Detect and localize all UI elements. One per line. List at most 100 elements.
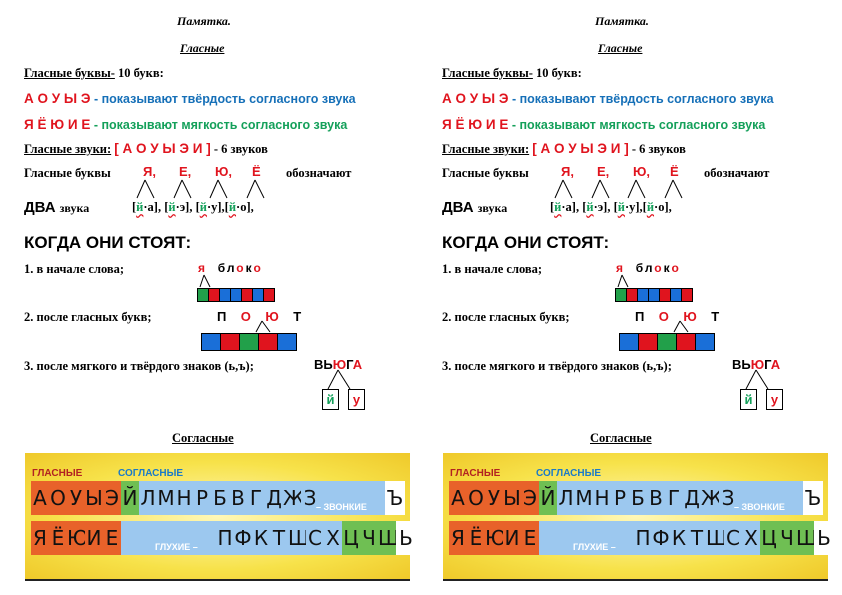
poster-row2-consonant-1: П bbox=[216, 521, 234, 555]
poster-row1-letter-15: Ж bbox=[701, 481, 723, 515]
poster-row1-letter-14: Д bbox=[683, 481, 701, 515]
poster-row1-letter-7: Л bbox=[557, 481, 575, 515]
pair-1-v: а bbox=[565, 200, 572, 214]
word-3-arrows bbox=[745, 369, 769, 390]
scheme-2 bbox=[201, 333, 297, 351]
soft-vowels-line: Я Ё Ю И Е - показывают мягкость согласно… bbox=[442, 117, 765, 132]
poster-row2-vowel-3: Ю bbox=[485, 521, 507, 555]
sounds-value: [ А О У Ы Э И ] bbox=[114, 141, 211, 156]
poster-row2-vowel-2: Ё bbox=[467, 521, 485, 555]
poster-row2-consonant-10: Щ bbox=[796, 521, 818, 555]
hard-letters: А О У Ы Э bbox=[24, 91, 91, 106]
word-1-letter-2: б bbox=[635, 261, 645, 275]
poster-label-voiced: – ЗВОНКИЕ bbox=[316, 502, 367, 512]
word-2-arrows bbox=[255, 320, 271, 333]
word-1-letter-3: л bbox=[226, 261, 237, 275]
poster-row1-letter-6: Й bbox=[121, 481, 139, 515]
poster-row2-consonant-2: Ф bbox=[652, 521, 670, 555]
pair-4-v: о bbox=[240, 200, 247, 214]
poster-row2-consonant-9: Ч bbox=[778, 521, 796, 555]
poster-row2-sign-1: Ь bbox=[396, 521, 416, 555]
poster-row2-consonant-7: Х bbox=[324, 521, 342, 555]
poster-row1-letter-6: Й bbox=[539, 481, 557, 515]
soft-vowels-line: Я Ё Ю И Е - показывают мягкость согласно… bbox=[24, 117, 347, 132]
poster-row2-vowel-5: Е bbox=[103, 521, 121, 555]
poster-row2-consonant-8: Ц bbox=[760, 521, 778, 555]
poster-row1-letter-5: Э bbox=[521, 481, 539, 515]
consonants-heading: Согласные bbox=[590, 431, 652, 445]
sounds-count: - 6 звуков bbox=[631, 142, 686, 156]
split-arrows bbox=[136, 179, 265, 199]
vowel-sounds-line: Гласные звуки: [ А О У Ы Э И ] - 6 звуко… bbox=[24, 141, 268, 157]
word-3-letter-5: А bbox=[352, 357, 363, 372]
word-1: я блоко bbox=[616, 261, 681, 275]
vowels-heading: Гласные bbox=[598, 41, 643, 55]
poster-row2-consonant-7: Х bbox=[742, 521, 760, 555]
box-u: у bbox=[348, 389, 365, 410]
poster-row2-consonant-5: Ш bbox=[706, 521, 727, 555]
word-3-arrows bbox=[327, 369, 351, 390]
iotated-3: Ю, bbox=[215, 164, 233, 179]
hard-vowels-line: А О У Ы Э - показывают твёрдость согласн… bbox=[442, 91, 774, 106]
poster-row1-letter-12: В bbox=[647, 481, 665, 515]
pair-2-j: й bbox=[586, 200, 594, 214]
word-3-letter-4: Г bbox=[764, 357, 771, 372]
sounds-label: Гласные звуки: bbox=[24, 142, 112, 156]
vowel-letters-label: Гласные буквы- bbox=[24, 66, 115, 80]
word-2-letter-3: Ю bbox=[683, 309, 697, 324]
word-3-letter-2: Ь bbox=[741, 357, 751, 372]
word-1-letter-6: о bbox=[671, 261, 681, 275]
poster-row1-letter-7: Л bbox=[139, 481, 157, 515]
poster-row1-letter-2: О bbox=[49, 481, 67, 515]
vowel-sounds-line: Гласные звуки: [ А О У Ы Э И ] - 6 звуко… bbox=[442, 141, 686, 157]
case-1: 1. в начале слова; bbox=[24, 262, 125, 276]
poster-row1-letter-10: Р bbox=[193, 481, 211, 515]
word-3-letter-1: В bbox=[732, 357, 742, 372]
iotated-4: Ё bbox=[252, 164, 261, 179]
sound-pairs: [й·а], [й·э], [й·у],[й·о], bbox=[132, 200, 254, 214]
word-3-letter-3: Ю bbox=[750, 357, 765, 372]
word-2-letter-2: О bbox=[658, 309, 669, 324]
iotated-3: Ю, bbox=[633, 164, 651, 179]
word-3-letter-2: Ь bbox=[323, 357, 333, 372]
poster-row2-vowel-1: Я bbox=[31, 521, 49, 555]
poster-label-vowels: ГЛАСНЫЕ bbox=[32, 468, 83, 479]
hard-letters: А О У Ы Э bbox=[442, 91, 509, 106]
poster-row1-letter-9: Н bbox=[175, 481, 193, 515]
word-1-letter-3: л bbox=[644, 261, 655, 275]
vowel-letters-line: Гласные буквы- 10 букв: bbox=[442, 66, 582, 81]
case-3: 3. после мягкого и твёрдого знаков (ь,ъ)… bbox=[24, 359, 254, 373]
word-1-letter-5: к bbox=[663, 261, 672, 275]
poster-row1-letter-3: У bbox=[485, 481, 503, 515]
word-2-arrows bbox=[673, 320, 689, 333]
hard-vowels-line: А О У Ы Э - показывают твёрдость согласн… bbox=[24, 91, 356, 106]
word-2-letter-4: Т bbox=[711, 309, 720, 324]
soft-letters: Я Ё Ю И Е bbox=[24, 117, 91, 132]
word-1-letter-5: к bbox=[245, 261, 254, 275]
poster-row2-vowel-4: И bbox=[85, 521, 103, 555]
poster-row1-letter-13: Г bbox=[247, 481, 265, 515]
poster-row1-letter-1: А bbox=[31, 481, 49, 515]
split-arrows bbox=[554, 179, 683, 199]
soft-text: - показывают мягкость согласного звука bbox=[93, 118, 348, 132]
poster-row2-consonant-4: Т bbox=[688, 521, 706, 555]
word-1-letter-6: о bbox=[253, 261, 263, 275]
pair-2-v: э bbox=[179, 200, 186, 214]
poster-row2-consonant-4: Т bbox=[270, 521, 288, 555]
word-2-letter-1: П bbox=[635, 309, 645, 324]
poster-row1-letter-4: Ы bbox=[85, 481, 103, 515]
pair-2-j: й bbox=[168, 200, 176, 214]
poster-row2-spacer bbox=[121, 521, 216, 555]
memo-left: Памятка. Гласные Гласные буквы- 10 букв:… bbox=[24, 14, 416, 581]
when-heading: КОГДА ОНИ СТОЯТ: bbox=[24, 233, 192, 252]
iotated-1: Я, bbox=[561, 164, 574, 179]
word-3-letter-5: А bbox=[770, 357, 781, 372]
word-1: я блоко bbox=[198, 261, 263, 275]
consonants-heading: Согласные bbox=[172, 431, 234, 445]
sounds-word: звука bbox=[59, 201, 90, 215]
poster-row2-consonant-1: П bbox=[634, 521, 652, 555]
pair-2-v: э bbox=[597, 200, 604, 214]
word-1-letter-4: о bbox=[654, 261, 664, 275]
word-2-letter-1: П bbox=[217, 309, 227, 324]
poster-row1-letter-11: Б bbox=[211, 481, 229, 515]
